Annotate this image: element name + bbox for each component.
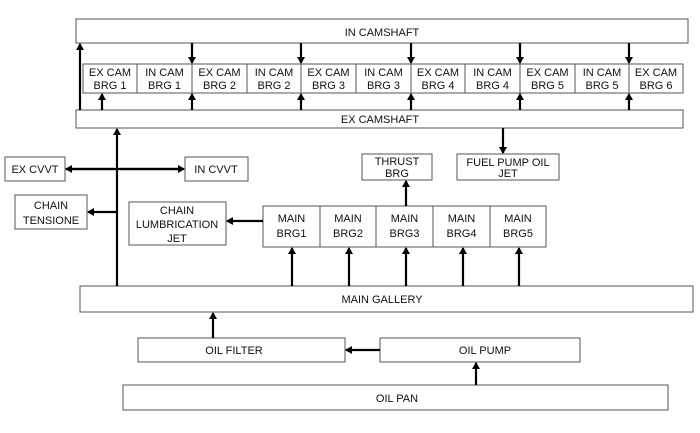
cam-bearing-label-1: EX CAM [417, 67, 459, 79]
main-bearing-label-2: BRG4 [447, 228, 477, 240]
cam-bearing-label-2: BRG 6 [639, 80, 672, 92]
cam-bearing-label-1: EX CAM [635, 67, 677, 79]
in-cvvt-label: IN CVVT [194, 164, 238, 176]
cam-bearing-label-1: EX CAM [89, 67, 131, 79]
main-bearing-label-1: MAIN [391, 213, 419, 225]
cam-bearing-label-1: IN CAM [255, 67, 294, 79]
cam-bearing-label-1: EX CAM [526, 67, 568, 79]
oil-pan-box: OIL PAN [122, 384, 669, 411]
in-camshaft-label: IN CAMSHAFT [345, 27, 420, 39]
chain-tensioner-box: CHAIN TENSIONE [14, 194, 88, 230]
cam-bearing-label-2: BRG 2 [257, 80, 290, 92]
cam-bearing-label-2: BRG 1 [93, 80, 126, 92]
chain-lubrication-label-1: CHAIN [160, 205, 194, 217]
cam-bearing-label-2: BRG 3 [367, 80, 400, 92]
oil-pan-label: OIL PAN [376, 393, 418, 405]
cam-bearing-label-1: EX CAM [198, 67, 240, 79]
oil-pump-box: OIL PUMP [379, 337, 581, 363]
main-bearing-label-1: MAIN [278, 213, 306, 225]
ex-camshaft-label: EX CAMSHAFT [341, 114, 420, 126]
chain-lubrication-label-2: LUMBRICATION [136, 219, 218, 231]
main-bearing-label-2: BRG3 [390, 228, 420, 240]
ex-cvvt-label: EX CVVT [11, 164, 58, 176]
main-bearing-cell: MAIN BRG1 [262, 205, 321, 248]
main-bearing-cell: MAIN BRG4 [432, 205, 491, 248]
fuel-pump-label-2: JET [498, 168, 518, 180]
flow-arrows [65, 43, 633, 385]
cam-bearing-label-1: IN CAM [145, 67, 184, 79]
main-bearing-label-2: BRG1 [277, 228, 307, 240]
cam-bearing-label-1: IN CAM [364, 67, 403, 79]
cam-bearing-label-2: BRG 2 [203, 80, 236, 92]
oil-pump-label: OIL PUMP [459, 345, 511, 357]
chain-lubrication-label-3: JET [167, 233, 187, 245]
main-gallery-box: MAIN GALLERY [79, 285, 694, 313]
thrust-brg-label-1: THRUST [375, 156, 420, 168]
cam-bearing-label-2: BRG 4 [421, 80, 454, 92]
main-bearing-label-1: MAIN [504, 213, 532, 225]
main-bearing-cell: MAIN BRG2 [319, 205, 377, 248]
main-bearing-label-2: BRG5 [503, 228, 533, 240]
main-bearing-label-1: MAIN [448, 213, 476, 225]
thrust-brg-box: THRUST BRG [361, 153, 433, 181]
cam-bearing-label-2: BRG 4 [476, 80, 509, 92]
cam-bearing-label-1: IN CAM [583, 67, 622, 79]
thrust-brg-label-2: BRG [385, 168, 409, 180]
in-cvvt-box: IN CVVT [184, 156, 249, 182]
main-bearing-cell: MAIN BRG5 [489, 205, 547, 248]
cam-bearing-label-1: IN CAM [473, 67, 512, 79]
main-bearing-cell: MAIN BRG3 [375, 205, 434, 248]
oil-filter-label: OIL FILTER [205, 345, 263, 357]
ex-cvvt-box: EX CVVT [4, 156, 66, 182]
in-camshaft-box: IN CAMSHAFT [75, 18, 689, 44]
main-bearing-label-2: BRG2 [333, 228, 363, 240]
cam-bearing-label-1: EX CAM [307, 67, 349, 79]
cam-bearing-label-2: BRG 3 [312, 80, 345, 92]
main-bearing-row: MAIN BRG1 MAIN BRG2 MAIN BRG3 MAIN BRG4 MAIN BRG5 [262, 205, 547, 248]
main-bearing-label-1: MAIN [334, 213, 362, 225]
ex-camshaft-box: EX CAMSHAFT [75, 109, 684, 129]
oil-filter-box: OIL FILTER [137, 337, 346, 363]
chain-tensioner-label-1: CHAIN [34, 200, 68, 212]
chain-lubrication-jet-box: CHAIN LUMBRICATION JET [128, 201, 227, 246]
main-gallery-label: MAIN GALLERY [341, 294, 423, 306]
chain-tensioner-label-2: TENSIONE [23, 215, 79, 227]
fuel-pump-oil-jet-box: FUEL PUMP OIL JET [456, 153, 560, 181]
cam-bearing-label-2: BRG 5 [531, 80, 564, 92]
cam-bearing-label-2: BRG 5 [585, 80, 618, 92]
fuel-pump-label-1: FUEL PUMP OIL [466, 157, 549, 169]
cam-bearing-label-2: BRG 1 [148, 80, 181, 92]
